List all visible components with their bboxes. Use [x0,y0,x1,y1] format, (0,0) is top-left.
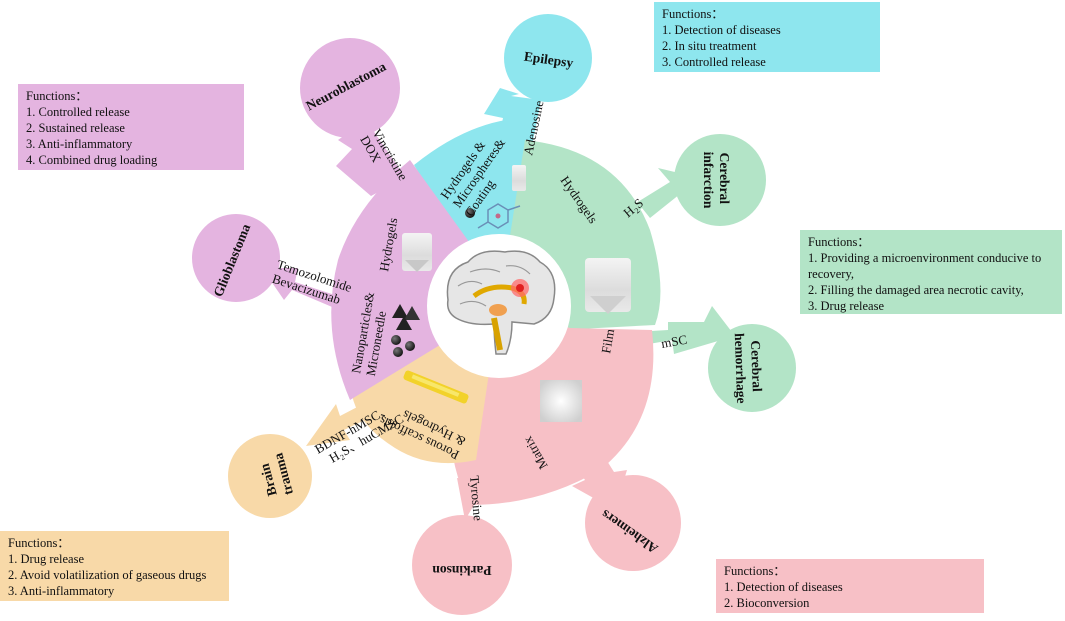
sector-nanoparticles [331,160,499,400]
porous-scaffold-icon [403,370,469,404]
brain-icon [446,250,556,355]
drug-hemorrhage: mSC [660,332,688,351]
microsphere-vial-icon [512,165,526,191]
circle-glioblastoma [192,214,280,302]
circle-hemorrhage [708,324,796,412]
brain-center [427,234,571,378]
film-image-icon [540,380,582,422]
microsphere-icon [465,208,475,218]
function-item: 1. Drug release [8,552,85,566]
function-item: 2. Avoid volatilization of gaseous drugs [8,568,207,582]
circle-trauma [228,434,312,518]
circle-alzheimers [585,475,681,571]
nanoparticles-icon [391,304,420,357]
functions-box-orange: Functions： 1. Drug release 2. Avoid vola… [0,531,229,601]
functions-list: 1. Drug release 2. Avoid volatilization … [8,551,221,599]
hydrogel-vial-icon [402,233,432,272]
circle-neuroblastoma [300,38,400,138]
function-item: 3. Drug release [808,299,885,313]
material-images [391,165,631,422]
function-item: 3. Anti-inflammatory [8,584,115,598]
function-item: 1. Controlled release [26,105,130,119]
circle-parkinson [412,515,512,615]
circle-infarction [674,134,766,226]
functions-box-pink: Functions： 1. Detection of diseases 2. B… [716,559,984,613]
disease-infarction: Cerebral infarction [701,152,732,209]
functions-list: 1. Providing a microenvironment conduciv… [808,250,1054,314]
label-film: Film [598,328,617,355]
functions-list: 1. Detection of diseases 2. Bioconversio… [724,579,976,611]
molecule-coating-icon [477,203,521,229]
function-item: 3. Controlled release [662,55,766,69]
function-item: 1. Detection of diseases [662,23,781,37]
functions-title: Functions： [662,7,724,21]
function-item: 2. Sustained release [26,121,125,135]
circle-epilepsy [504,14,592,102]
functions-list: 1. Detection of diseases 2. In situ trea… [662,22,872,70]
disease-parkinson: Parkinson [432,563,492,578]
functions-title: Functions： [26,89,88,103]
functions-box-green: Functions： 1. Providing a microenvironme… [800,230,1062,314]
functions-title: Functions： [8,536,70,550]
function-item: 1. Providing a microenvironment conduciv… [808,251,1042,281]
drug-parkinson: Tyrosine [467,475,486,522]
function-item: 4. Combined drug loading [26,153,158,167]
disease-epilepsy: Epilepsy [523,49,574,71]
functions-list: 1. Controlled release 2. Sustained relea… [26,104,236,168]
disease-hemorrhage: Cerebral hemorrhage [732,332,765,404]
arrow-glioblastoma [262,268,350,312]
hydrogel-vial-right-icon [585,258,631,314]
function-item: 1. Detection of diseases [724,580,843,594]
functions-title: Functions： [724,564,786,578]
disease-circles [192,14,796,615]
function-item: 2. Filling the damaged area necrotic cav… [808,283,1024,297]
function-item: 2. Bioconversion [724,596,810,610]
functions-box-cyan: Functions： 1. Detection of diseases 2. I… [654,2,880,72]
function-item: 2. In situ treatment [662,39,757,53]
functions-box-purple: Functions： 1. Controlled release 2. Sust… [18,84,244,170]
functions-title: Functions： [808,235,870,249]
function-item: 3. Anti-inflammatory [26,137,133,151]
